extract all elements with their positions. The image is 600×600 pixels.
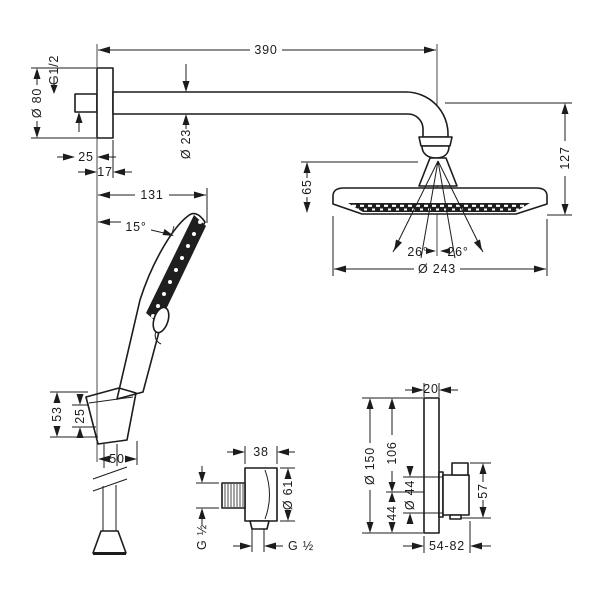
overhead-shower-drawing — [74, 67, 548, 259]
dim-outlet-outlet-thread: G ½ — [288, 539, 314, 553]
dim-arm-length: 390 — [254, 43, 277, 57]
dim-holder-depth: 50 — [109, 452, 125, 466]
dimension-labels: 390 G1/2 Ø 80 25 17 Ø 23 131 15° 127 65 … — [30, 43, 572, 553]
dim-outlet-diameter: Ø 61 — [281, 480, 295, 510]
hose-fitting — [92, 530, 127, 554]
dim-valve-diameter: Ø 44 — [403, 480, 417, 510]
head-cone — [418, 157, 458, 187]
dim-handshower-projection: 131 — [140, 188, 163, 202]
dim-holder-slot: 25 — [73, 408, 87, 424]
dim-handle-depth: 57 — [476, 483, 490, 499]
hose-break-mark — [92, 478, 128, 492]
dim-head-to-joint: 65 — [300, 179, 314, 195]
dim-valve-spacing: 44 — [385, 505, 399, 521]
spray-line — [392, 160, 439, 253]
dim-outlet-width: 38 — [253, 445, 269, 459]
dim-escutcheon-diameter: Ø 80 — [30, 88, 44, 118]
ball-joint — [421, 145, 450, 159]
dim-install-depth-range: 54-82 — [429, 539, 465, 553]
handshower-drawing — [85, 212, 206, 555]
spray-line — [420, 160, 439, 259]
spray-selector-clip — [152, 306, 170, 334]
dim-handshower-angle: 15° — [125, 220, 146, 234]
arm-escutcheon — [96, 67, 114, 139]
dim-holder-height: 53 — [50, 406, 64, 422]
dimension-arrows — [33, 46, 569, 550]
dim-wall-thread: G1/2 — [47, 55, 61, 85]
outlet-body — [244, 467, 278, 522]
handle-tab — [449, 514, 462, 520]
dim-plate-thickness: 20 — [423, 382, 439, 396]
handle-step — [451, 462, 469, 476]
dim-outlet-inlet-thread: G ½ — [195, 524, 209, 550]
handshower-holder — [85, 387, 137, 445]
dim-escutcheon-thickness: 17 — [97, 165, 113, 179]
hose-break-mark — [92, 466, 128, 480]
dim-spray-angle-left: 26° — [407, 245, 428, 259]
spray-line — [437, 160, 484, 253]
outlet-nipple — [221, 482, 246, 509]
spray-line — [437, 160, 456, 259]
wall-connector — [74, 93, 98, 113]
arm-nut — [418, 136, 453, 147]
clip-tail — [154, 330, 162, 345]
thermostat-drawing — [423, 397, 470, 534]
dim-spray-angle-right: 26° — [447, 245, 468, 259]
dim-arm-diameter: Ø 23 — [179, 129, 193, 159]
dim-head-diameter: Ø 243 — [418, 262, 456, 276]
outlet-front-curve — [264, 469, 270, 520]
holder-detail-line — [88, 396, 134, 404]
spray-face — [348, 203, 530, 212]
nipple-threads — [224, 484, 244, 507]
dim-drop-height: 127 — [558, 146, 572, 169]
outlet-port — [249, 520, 270, 530]
wall-outlet-drawing — [221, 467, 278, 552]
dim-top-to-valve: 106 — [385, 441, 399, 464]
shower-arm — [112, 91, 449, 138]
dim-plate-diameter: Ø 150 — [363, 447, 377, 485]
thermostat-plate — [423, 397, 440, 534]
dim-wall-offset: 25 — [78, 150, 94, 164]
thermostat-handle — [442, 474, 470, 516]
